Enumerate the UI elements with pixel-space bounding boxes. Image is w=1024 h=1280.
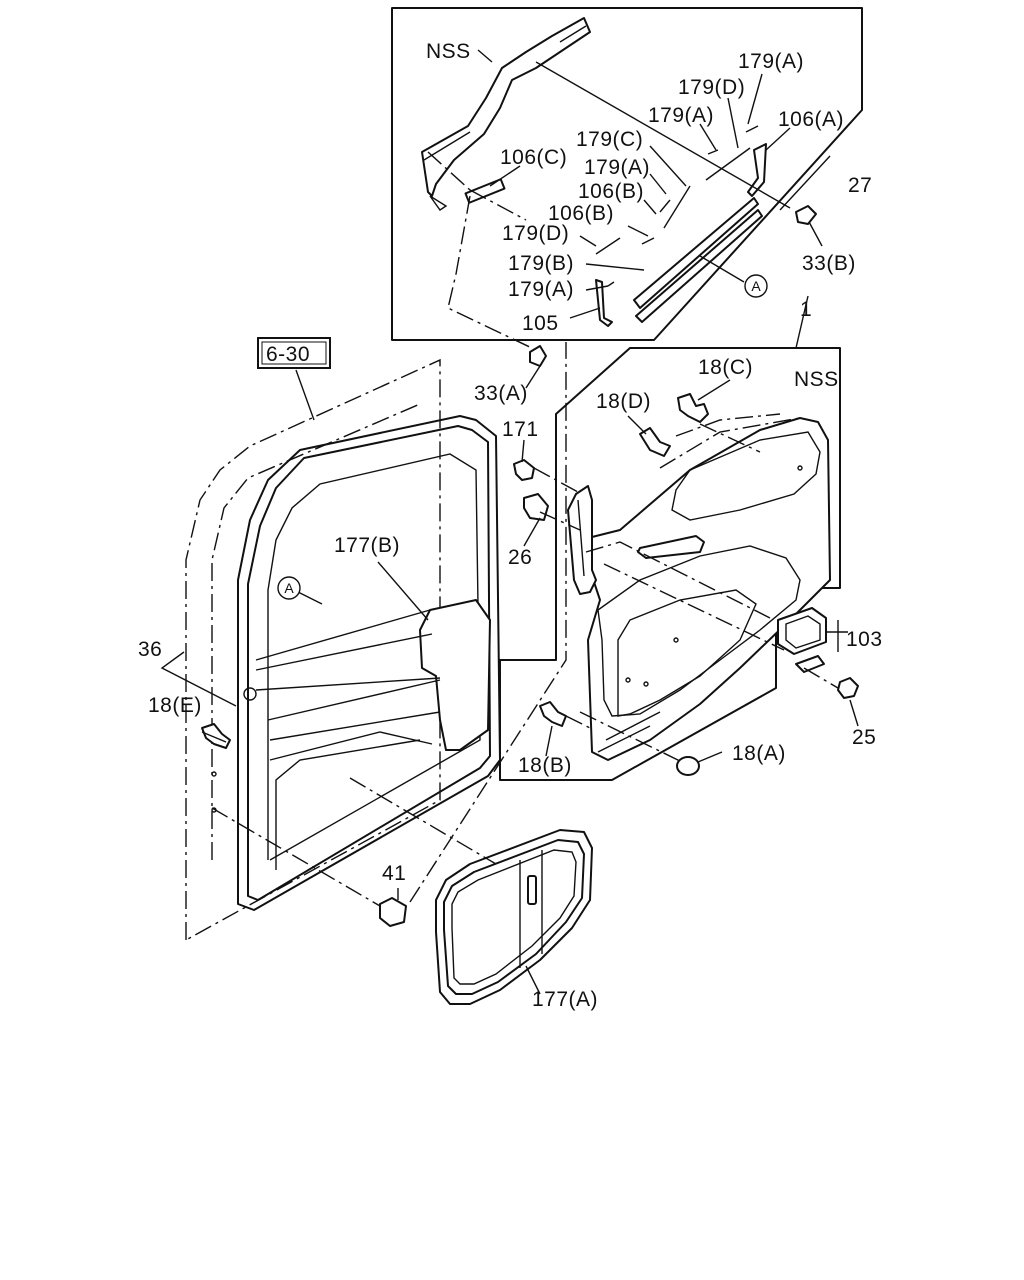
part-labels: NSS 179(A) 179(D) 179(A) 106(A) 179(C) 1… (138, 40, 883, 1011)
label-179d-1: 179(D) (678, 76, 745, 99)
handle-103 (777, 607, 827, 673)
label-27: 27 (848, 174, 872, 197)
label-106b-1: 106(B) (578, 180, 644, 203)
label-177b: 177(B) (334, 534, 400, 557)
inner-panel-frame (499, 347, 841, 781)
clip-33a (529, 345, 547, 367)
door-trim-panel (579, 417, 831, 761)
label-103: 103 (846, 628, 883, 651)
label-18c: 18(C) (698, 356, 753, 379)
nss-garnish-strip (421, 17, 591, 211)
label-179a-4: 179(A) (508, 278, 574, 301)
label-18b: 18(B) (518, 754, 572, 777)
label-nss-inset: NSS (426, 40, 471, 63)
label-nss-main: NSS (794, 368, 839, 391)
inset-leaders (427, 49, 831, 351)
main-leaders (160, 295, 859, 995)
clip-33b (795, 205, 817, 225)
label-177a: 177(A) (532, 988, 598, 1011)
label-36: 36 (138, 638, 162, 661)
inner-panel-ghost (603, 413, 801, 651)
screw-25 (837, 677, 859, 699)
clip-18e (201, 723, 231, 749)
label-18e: 18(E) (148, 694, 202, 717)
inset-frame (391, 7, 863, 341)
label-106c: 106(C) (500, 146, 567, 169)
label-179a-1: 179(A) (738, 50, 804, 73)
label-171: 171 (502, 418, 539, 441)
svg-text:A: A (751, 278, 761, 294)
label-25: 25 (852, 726, 876, 749)
ref-marker-a-inset: A (744, 274, 768, 298)
label-18d: 18(D) (596, 390, 651, 413)
label-179c: 179(C) (576, 128, 643, 151)
svg-text:A: A (284, 580, 294, 596)
label-179a-3: 179(A) (584, 156, 650, 179)
clip-41 (379, 897, 407, 927)
clip-26 (523, 493, 549, 521)
door-seal-177b (211, 415, 501, 911)
label-18a: 18(A) (732, 742, 786, 765)
pillar-garnish (567, 485, 597, 595)
label-179a-2: 179(A) (648, 104, 714, 127)
door-outline (185, 358, 441, 941)
clip-18c (677, 393, 709, 423)
window-glass-177a (435, 829, 593, 1005)
label-33b: 33(B) (802, 252, 856, 275)
label-179d-2: 179(D) (502, 222, 569, 245)
clip-18d (639, 427, 671, 457)
clip-171 (513, 459, 535, 481)
inset-strips (464, 125, 767, 327)
label-106a: 106(A) (778, 108, 844, 131)
label-105: 105 (522, 312, 559, 335)
label-179b: 179(B) (508, 252, 574, 275)
label-41: 41 (382, 862, 406, 885)
label-33a: 33(A) (474, 382, 528, 405)
ref-marker-a-door: A (277, 576, 301, 600)
button-18a (676, 756, 700, 776)
clip-18b (539, 701, 567, 727)
label-1: 1 (800, 298, 812, 321)
label-26: 26 (508, 546, 532, 569)
label-6-30: 6-30 (266, 343, 310, 366)
ref-box-6-30 (257, 337, 331, 369)
label-106b-2: 106(B) (548, 202, 614, 225)
